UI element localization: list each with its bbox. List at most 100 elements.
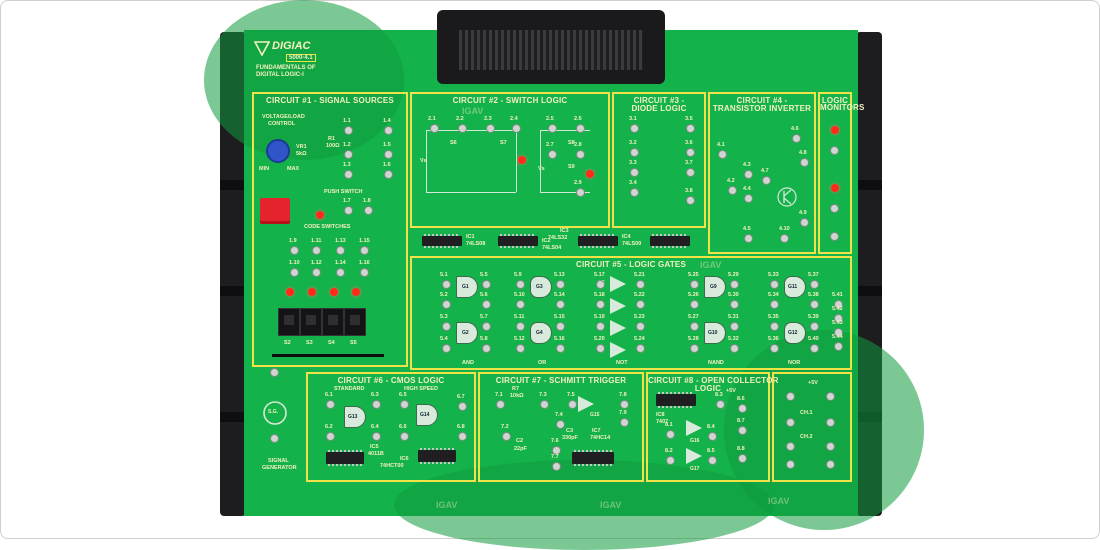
pin-5-4[interactable] bbox=[442, 344, 451, 353]
pin-5-9[interactable] bbox=[516, 280, 525, 289]
pin-3-2[interactable] bbox=[630, 148, 639, 157]
pin-5-43[interactable] bbox=[834, 328, 843, 337]
pin-2-1[interactable] bbox=[430, 124, 439, 133]
pin-7-8[interactable] bbox=[620, 400, 629, 409]
pin-5-20[interactable] bbox=[596, 344, 605, 353]
pin-5-1[interactable] bbox=[442, 280, 451, 289]
pin-1-3[interactable] bbox=[344, 170, 353, 179]
pin-2-7[interactable] bbox=[548, 150, 557, 159]
pin-6-3[interactable] bbox=[372, 400, 381, 409]
pin-5-27[interactable] bbox=[690, 322, 699, 331]
pin-5-2[interactable] bbox=[442, 300, 451, 309]
pin-5-37[interactable] bbox=[810, 280, 819, 289]
pin-5-10[interactable] bbox=[516, 300, 525, 309]
pin-1-13[interactable] bbox=[336, 246, 345, 255]
pin-4-8[interactable] bbox=[800, 158, 809, 167]
pin-5-25[interactable] bbox=[690, 280, 699, 289]
pin-6-1[interactable] bbox=[326, 400, 335, 409]
pin-4-6[interactable] bbox=[792, 134, 801, 143]
pin-7-7[interactable] bbox=[552, 462, 561, 471]
pin-8-7[interactable] bbox=[738, 426, 747, 435]
pin-2-6[interactable] bbox=[576, 124, 585, 133]
pin-4-3[interactable] bbox=[744, 170, 753, 179]
code-switch-s3[interactable] bbox=[300, 308, 322, 336]
pin-1-11[interactable] bbox=[312, 246, 321, 255]
pin-6-8[interactable] bbox=[458, 432, 467, 441]
ch-pin-3[interactable] bbox=[786, 418, 795, 427]
ch-pin-2[interactable] bbox=[826, 392, 835, 401]
pin-8-3[interactable] bbox=[716, 400, 725, 409]
pin-sg-2[interactable] bbox=[270, 434, 279, 443]
pin-5-32[interactable] bbox=[730, 344, 739, 353]
pin-4-5[interactable] bbox=[744, 234, 753, 243]
ch-pin-8[interactable] bbox=[826, 460, 835, 469]
code-switch-s5[interactable] bbox=[344, 308, 366, 336]
pin-3-6[interactable] bbox=[686, 148, 695, 157]
ch-pin-5[interactable] bbox=[786, 442, 795, 451]
pin-3-3[interactable] bbox=[630, 168, 639, 177]
pin-5-21[interactable] bbox=[636, 280, 645, 289]
pin-8-1[interactable] bbox=[666, 430, 675, 439]
pin-1-1[interactable] bbox=[344, 126, 353, 135]
pin-5-3[interactable] bbox=[442, 322, 451, 331]
pin-5-6[interactable] bbox=[482, 300, 491, 309]
pin-4-4[interactable] bbox=[744, 194, 753, 203]
pin-7-6[interactable] bbox=[552, 446, 561, 455]
pin-7-1[interactable] bbox=[496, 400, 505, 409]
pin-5-39[interactable] bbox=[810, 322, 819, 331]
pin-6-7[interactable] bbox=[458, 402, 467, 411]
pin-2-5[interactable] bbox=[548, 124, 557, 133]
pin-5-12[interactable] bbox=[516, 344, 525, 353]
pin-7-9[interactable] bbox=[620, 418, 629, 427]
pin-5-8[interactable] bbox=[482, 344, 491, 353]
pin-6-2[interactable] bbox=[326, 432, 335, 441]
pin-5-29[interactable] bbox=[730, 280, 739, 289]
pin-3-7[interactable] bbox=[686, 168, 695, 177]
pin-7-2[interactable] bbox=[502, 432, 511, 441]
pin-2-9[interactable] bbox=[576, 188, 585, 197]
pin-5-22[interactable] bbox=[636, 300, 645, 309]
pin-5-40[interactable] bbox=[810, 344, 819, 353]
pin-sg-1[interactable] bbox=[270, 368, 279, 377]
pin-5-14[interactable] bbox=[556, 300, 565, 309]
ch-pin-7[interactable] bbox=[786, 460, 795, 469]
pin-5-26[interactable] bbox=[690, 300, 699, 309]
pin-4-2[interactable] bbox=[728, 186, 737, 195]
pin-4-10[interactable] bbox=[780, 234, 789, 243]
pin-5-38[interactable] bbox=[810, 300, 819, 309]
pin-2-4[interactable] bbox=[512, 124, 521, 133]
pin-8-5[interactable] bbox=[708, 456, 717, 465]
pin-4-1[interactable] bbox=[718, 150, 727, 159]
pin-5-30[interactable] bbox=[730, 300, 739, 309]
pin-7-5[interactable] bbox=[568, 400, 577, 409]
pin-5-34[interactable] bbox=[770, 300, 779, 309]
pin-3-4[interactable] bbox=[630, 188, 639, 197]
pin-3-8[interactable] bbox=[686, 196, 695, 205]
pin-6-5[interactable] bbox=[400, 400, 409, 409]
pin-5-18[interactable] bbox=[596, 300, 605, 309]
monitor-pin-2[interactable] bbox=[830, 204, 839, 213]
pin-1-9[interactable] bbox=[290, 246, 299, 255]
pin-5-36[interactable] bbox=[770, 344, 779, 353]
pin-1-10[interactable] bbox=[290, 268, 299, 277]
pin-5-24[interactable] bbox=[636, 344, 645, 353]
pin-1-16[interactable] bbox=[360, 268, 369, 277]
pin-1-4[interactable] bbox=[384, 126, 393, 135]
pin-5-44[interactable] bbox=[834, 342, 843, 351]
pin-5-17[interactable] bbox=[596, 280, 605, 289]
pin-2-2[interactable] bbox=[458, 124, 467, 133]
pin-1-12[interactable] bbox=[312, 268, 321, 277]
pin-8-2[interactable] bbox=[666, 456, 675, 465]
pin-1-15[interactable] bbox=[360, 246, 369, 255]
pin-7-3[interactable] bbox=[540, 400, 549, 409]
push-switch-button[interactable] bbox=[260, 198, 290, 224]
pin-5-13[interactable] bbox=[556, 280, 565, 289]
pin-5-42[interactable] bbox=[834, 314, 843, 323]
pin-1-7[interactable] bbox=[344, 206, 353, 215]
pin-5-15[interactable] bbox=[556, 322, 565, 331]
pin-1-6[interactable] bbox=[384, 170, 393, 179]
ch-pin-1[interactable] bbox=[786, 392, 795, 401]
pin-5-16[interactable] bbox=[556, 344, 565, 353]
pin-5-35[interactable] bbox=[770, 322, 779, 331]
pin-5-31[interactable] bbox=[730, 322, 739, 331]
